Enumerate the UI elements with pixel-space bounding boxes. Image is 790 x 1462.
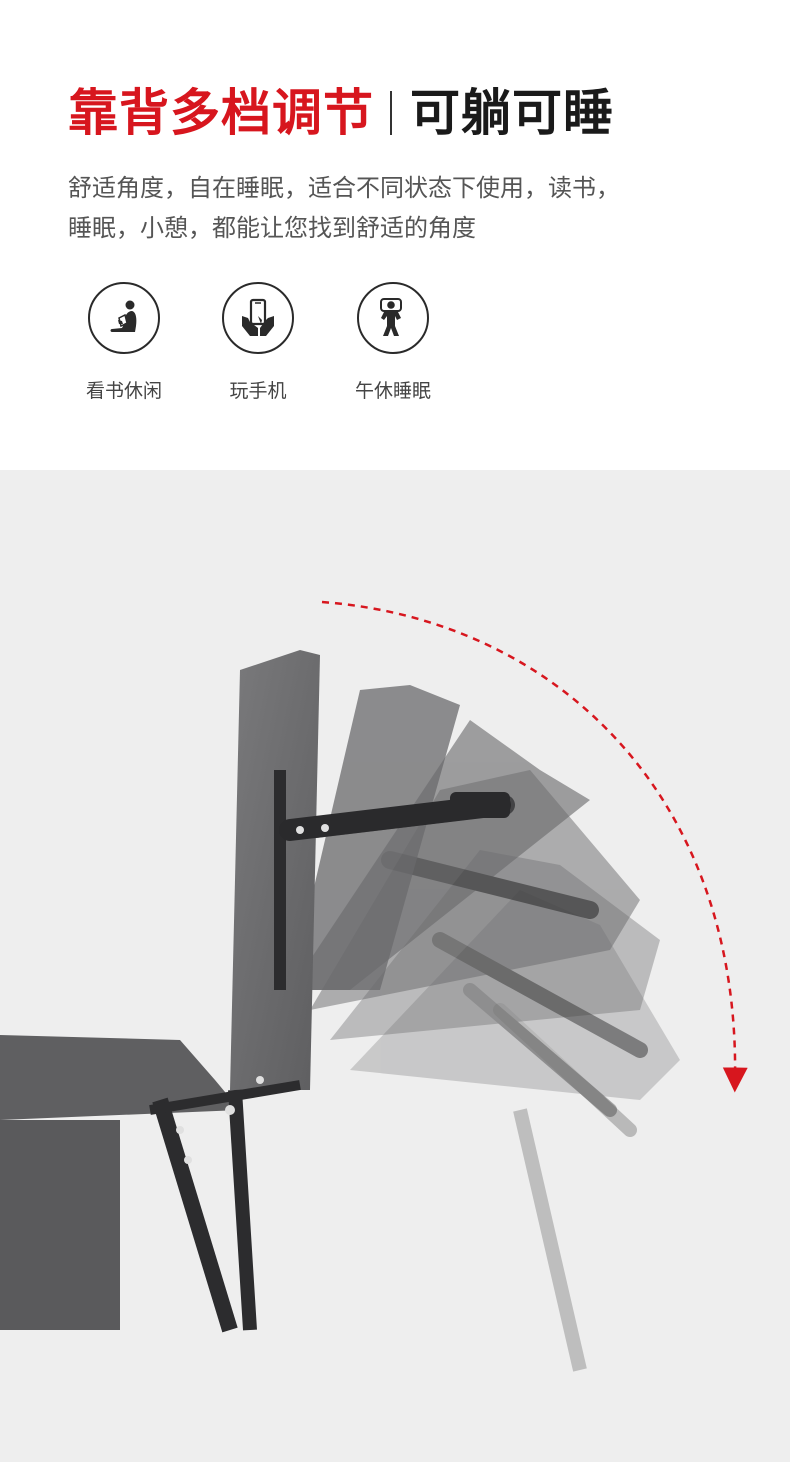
header-section: 靠背多档调节 可躺可睡 舒适角度，自在睡眠，适合不同状态下使用，读书， 睡眠，小… — [0, 0, 790, 470]
reclining-chair-illustration — [0, 600, 748, 1372]
feature-label-phone: 玩手机 — [229, 380, 287, 402]
description-line-2: 睡眠，小憩，都能让您找到舒适的角度 — [68, 214, 476, 242]
title-main: 可躺可睡 — [410, 84, 614, 142]
title-divider — [390, 91, 392, 135]
feature-label-sleeping: 午休睡眠 — [354, 380, 431, 402]
description-line-1: 舒适角度，自在睡眠，适合不同状态下使用，读书， — [68, 174, 620, 202]
feature-reading: 看书休闲 — [54, 282, 194, 403]
reading-person-icon — [88, 282, 160, 354]
sleeping-person-icon — [357, 282, 429, 354]
recline-direction-arrow — [321, 600, 748, 1093]
feature-label-reading: 看书休闲 — [85, 380, 162, 402]
phone-hands-icon — [222, 282, 294, 354]
page-title: 靠背多档调节 可躺可睡 — [68, 80, 614, 146]
feature-sleeping: 午休睡眠 — [323, 282, 463, 403]
chair-main — [0, 650, 511, 1333]
title-highlight: 靠背多档调节 — [68, 84, 374, 142]
feature-phone: 玩手机 — [188, 282, 328, 403]
description: 舒适角度，自在睡眠，适合不同状态下使用，读书， 睡眠，小憩，都能让您找到舒适的角… — [68, 168, 708, 248]
product-photo — [0, 470, 790, 1462]
